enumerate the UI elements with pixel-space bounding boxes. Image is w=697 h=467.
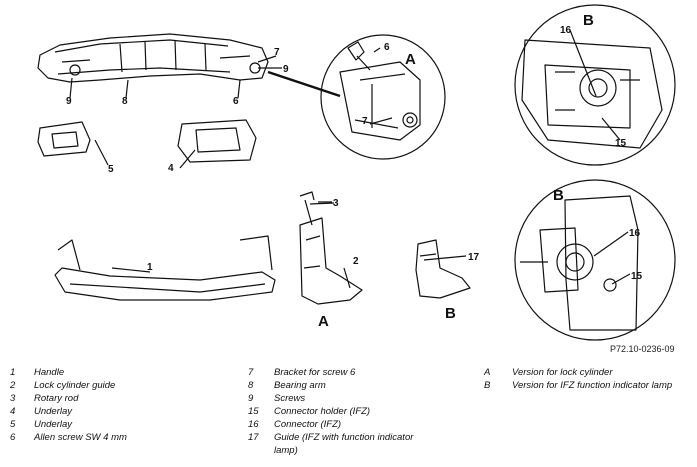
legend-text: Allen screw SW 4 mm xyxy=(34,432,127,443)
legend-text: Connector holder (IFZ) xyxy=(274,406,371,417)
callout-8: 8 xyxy=(122,96,128,107)
legend-item: B Version for IFZ function indicator lamp xyxy=(484,379,689,392)
legend-text: Underlay xyxy=(34,406,73,417)
bearing-arm-drawing xyxy=(37,33,269,83)
legend-number: 9 xyxy=(248,393,254,404)
legend-text: Rotary rod xyxy=(34,393,79,404)
legend-number: 8 xyxy=(248,380,254,391)
callout-16-top: 16 xyxy=(560,25,572,36)
underlay-5-drawing xyxy=(37,121,91,157)
lock-cylinder-guide-drawing xyxy=(299,191,363,305)
view-letter-b-top: B xyxy=(583,12,594,29)
callout-4: 4 xyxy=(168,163,174,174)
view-letter-b: B xyxy=(445,305,456,322)
figure-reference: P72.10-0236-09 xyxy=(610,344,675,354)
callout-7: 7 xyxy=(274,47,280,58)
callout-5: 5 xyxy=(108,164,114,175)
legend-item: 3 Rotary rod xyxy=(10,392,220,405)
handle-drawing xyxy=(54,235,276,301)
legend-item: A Version for lock cylinder xyxy=(484,366,689,379)
callout-7-detail: 7 xyxy=(362,116,368,127)
legend-number: 3 xyxy=(10,393,16,404)
callout-17: 17 xyxy=(468,252,480,263)
callout-6: 6 xyxy=(233,96,239,107)
legend-letter: A xyxy=(484,367,491,378)
detail-a-view xyxy=(320,34,446,160)
legend-number: 5 xyxy=(10,419,16,430)
legend-item: 17 Guide (IFZ with function indicator lam… xyxy=(248,431,438,457)
legend-item: 6 Allen screw SW 4 mm xyxy=(10,431,220,444)
legend-letter: B xyxy=(484,380,491,391)
legend-number: 6 xyxy=(10,432,16,443)
legend-text: Connector (IFZ) xyxy=(274,419,342,430)
legend-text: Underlay xyxy=(34,419,73,430)
legend-item: 4 Underlay xyxy=(10,405,220,418)
guide-17-drawing xyxy=(415,239,471,299)
callout-9-right: 9 xyxy=(283,64,289,75)
legend-item: 9 Screws xyxy=(248,392,438,405)
callout-3: 3 xyxy=(333,198,339,209)
callout-9: 9 xyxy=(66,96,72,107)
legend-number: 15 xyxy=(248,406,259,417)
legend-item: 8 Bearing arm xyxy=(248,379,438,392)
underlay-4-drawing xyxy=(177,119,257,163)
legend-text: Version for lock cylinder xyxy=(512,367,613,378)
legend-number: 7 xyxy=(248,367,254,378)
legend-text: Screws xyxy=(274,393,306,404)
legend-number: 2 xyxy=(10,380,16,391)
legend-column-3: A Version for lock cylinder B Version for … xyxy=(484,366,689,392)
legend-number: 16 xyxy=(248,419,259,430)
legend-text: Bracket for screw 6 xyxy=(274,367,356,378)
callout-15-bottom: 15 xyxy=(631,271,643,282)
callout-2: 2 xyxy=(353,256,359,267)
view-letter-a: A xyxy=(318,313,329,330)
exploded-parts-diagram: 1 2 3 4 5 6 6 7 7 8 9 9 15 15 16 16 17 A… xyxy=(37,4,676,341)
legend-number: 17 xyxy=(248,432,259,443)
view-letter-a-detail: A xyxy=(405,51,416,68)
callout-6-detail: 6 xyxy=(384,42,390,53)
view-letter-b-bottom: B xyxy=(553,187,564,204)
detail-b-bottom-view xyxy=(514,179,676,341)
legend-item: 16 Connector (IFZ) xyxy=(248,418,438,431)
legend-number: 1 xyxy=(10,367,16,378)
legend-item: 5 Underlay xyxy=(10,418,220,431)
callout-1: 1 xyxy=(147,262,153,273)
callout-16-bottom: 16 xyxy=(629,228,641,239)
legend-item: 2 Lock cylinder guide xyxy=(10,379,220,392)
legend-column-2: 7 Bracket for screw 6 8 Bearing arm 9 Screw… xyxy=(248,366,438,457)
legend-text: Lock cylinder guide xyxy=(34,380,116,391)
legend-column-1: 1 Handle 2 Lock cylinder guide 3 Rotary rod… xyxy=(10,366,220,444)
legend-text: Handle xyxy=(34,367,65,378)
callout-15-top: 15 xyxy=(615,138,627,149)
legend-number: 4 xyxy=(10,406,16,417)
legend-text: Version for IFZ function indicator lamp xyxy=(512,380,673,391)
detail-b-top-view xyxy=(514,4,676,166)
legend-text: Guide (IFZ with function indicator lamp) xyxy=(274,432,414,456)
legend-item: 15 Connector holder (IFZ) xyxy=(248,405,438,418)
legend-item: 1 Handle xyxy=(10,366,220,379)
legend-item: 7 Bracket for screw 6 xyxy=(248,366,438,379)
legend-text: Bearing arm xyxy=(274,380,326,391)
